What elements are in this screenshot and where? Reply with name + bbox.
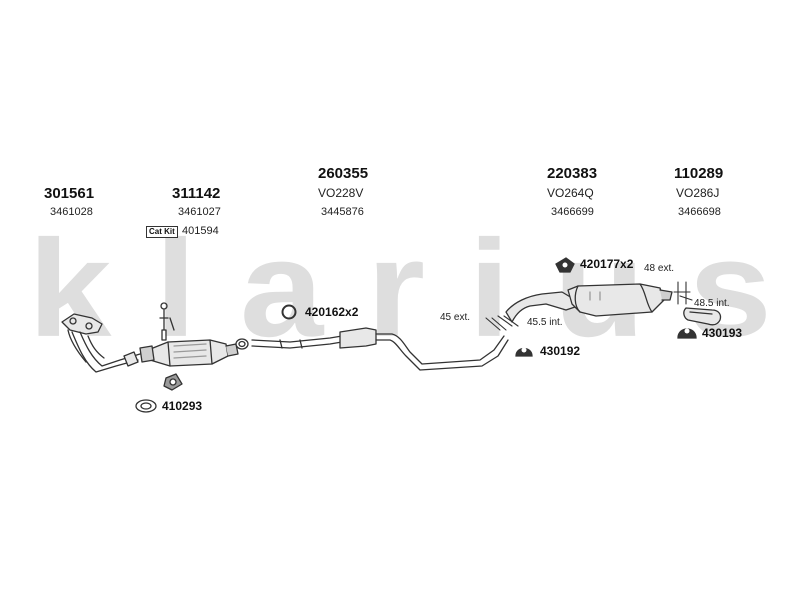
watermark-letter: i: [468, 210, 511, 366]
oe-reference-3466699: 3466699: [551, 206, 594, 218]
cat-clamp-shape: [163, 373, 183, 391]
rubber-hanger-icon-2: [677, 328, 697, 339]
oe-reference-3466698: 3466698: [678, 206, 721, 218]
catalytic-converter-shape: [139, 302, 239, 367]
dimension-ticks: [485, 281, 693, 331]
accessory-410293: 410293: [162, 399, 203, 413]
watermark-letter: k: [28, 210, 112, 366]
dimension-45-ext: 45 ext.: [440, 312, 471, 323]
rubber-hanger-icon-1: [515, 347, 533, 357]
accessory-420162x2: 420162x2: [305, 305, 359, 319]
watermark-letter: a: [239, 210, 324, 366]
rear-silencer-shape: [505, 283, 673, 323]
accessory-430193: 430193: [702, 326, 743, 340]
oe-reference-3461027: 3461027: [178, 206, 221, 218]
oe-reference-3445876: 3445876: [321, 206, 364, 218]
part-number-220383: 220383: [547, 165, 598, 182]
vehicle-code-vo228v: VO228V: [318, 186, 364, 200]
part-number-301561: 301561: [44, 185, 95, 202]
rubber-mount-icon: [555, 257, 575, 273]
gasket-ring-icon: [135, 399, 157, 413]
front-pipe-shape: [61, 313, 141, 373]
accessory-420177x2: 420177x2: [580, 257, 634, 271]
oe-reference-3461028: 3461028: [50, 206, 93, 218]
dimension-48-ext: 48 ext.: [644, 263, 675, 274]
tailpipe-trim-shape: [683, 307, 722, 326]
vehicle-code-vo264q: VO264Q: [547, 186, 594, 200]
watermark-letter: s: [688, 210, 772, 366]
dimension-45-5-int: 45.5 int.: [527, 317, 563, 328]
joint-ring-shape: [235, 338, 249, 350]
part-number-311142: 311142: [172, 185, 221, 202]
part-number-110289: 110289: [674, 165, 724, 182]
part-number-260355: 260355: [318, 165, 369, 182]
accessory-430192: 430192: [540, 344, 581, 358]
vehicle-code-vo286j: VO286J: [676, 186, 720, 200]
cat-kit-number: 401594: [182, 225, 219, 237]
cat-kit-badge: Cat Kit: [146, 226, 178, 238]
dimension-48-5-int: 48.5 int.: [694, 298, 730, 309]
middle-pipe-shape: [251, 327, 509, 371]
o-ring-icon: [281, 304, 297, 320]
